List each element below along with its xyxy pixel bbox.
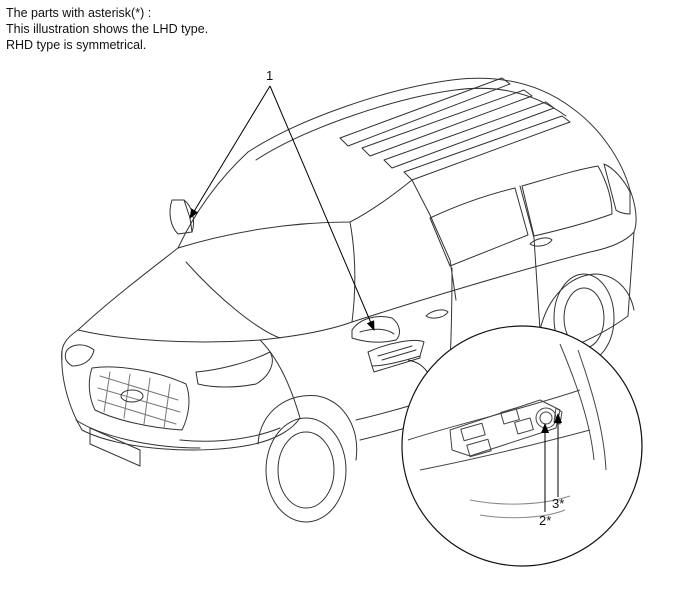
- hood-edge: [349, 221, 356, 323]
- callout-1-leaders: [189, 85, 375, 331]
- callout-3: 3*: [552, 496, 564, 511]
- grille-mesh: [97, 371, 181, 429]
- detail-magnifier: [401, 325, 643, 567]
- window-switch-rr: [466, 438, 492, 458]
- grille: [88, 366, 190, 431]
- license-plate: [89, 427, 141, 467]
- windshield: [177, 151, 413, 249]
- hood: [77, 247, 353, 343]
- callout-2: 2*: [539, 513, 551, 528]
- front-face: [61, 329, 301, 419]
- emblem: [120, 389, 144, 403]
- rear-wheel-arch: [539, 273, 635, 331]
- lower-intake: [75, 419, 281, 449]
- hood-crease: [185, 261, 281, 339]
- front-bumper: [61, 349, 301, 451]
- roof-rail-4: [403, 115, 571, 181]
- b-pillar: [519, 185, 541, 331]
- beltline: [351, 231, 635, 323]
- window-lock-switch: [500, 407, 520, 425]
- roof-inner: [255, 87, 567, 161]
- detail-switch-bezel: [449, 399, 561, 457]
- headlight-left: [64, 344, 95, 367]
- door-handle-rear: [529, 237, 553, 247]
- note-line-2: This illustration shows the LHD type.: [6, 22, 209, 36]
- notes-block: The parts with asterisk(*) : This illust…: [6, 5, 208, 53]
- note-line-1: The parts with asterisk(*) :: [6, 6, 152, 20]
- headlight-right: [195, 351, 273, 388]
- right-side-mirror: [351, 316, 400, 343]
- rear-door-window: [521, 165, 613, 237]
- callout-1: 1: [266, 68, 273, 83]
- central-lock-switch: [514, 417, 534, 435]
- front-tire: [265, 417, 347, 523]
- quarter-glass: [603, 163, 631, 215]
- door-handle-front: [425, 309, 449, 319]
- rear-end: [627, 189, 637, 317]
- front-rim: [277, 431, 335, 509]
- roof-rail-1: [339, 77, 511, 147]
- note-line-3: RHD type is symmetrical.: [6, 38, 147, 52]
- roof-rail-2: [361, 89, 533, 157]
- a-pillar: [411, 179, 457, 301]
- front-wheel-arch: [257, 394, 358, 461]
- roof-rail-3: [383, 101, 555, 169]
- front-door-window: [429, 187, 529, 267]
- window-switch-rl: [460, 422, 486, 442]
